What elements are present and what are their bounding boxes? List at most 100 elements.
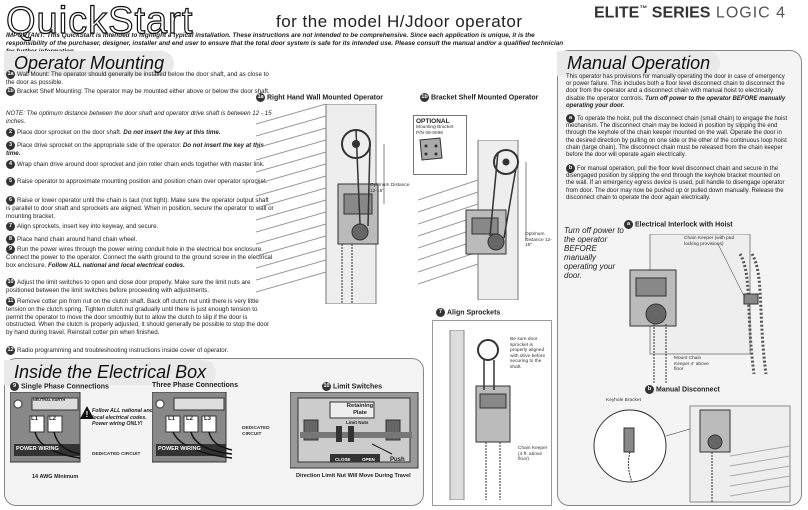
- step-number-badge: 6: [6, 196, 15, 205]
- brand-logo: ELITE™ SERIES LOGIC 4: [594, 4, 786, 22]
- step-text: Remove cotter pin from nut on the clutch…: [6, 298, 270, 336]
- step-text: Run the power wires through the power wi…: [6, 246, 273, 269]
- manual-disconnect-diagram: [593, 405, 791, 503]
- awg-minimum: 14 AWG Minimum: [32, 474, 79, 480]
- step-number-badge: 8: [6, 235, 15, 244]
- brand-tm: ™: [639, 4, 648, 13]
- dedicated-circuit-three: DEDICATED CIRCUIT: [242, 426, 270, 437]
- step-number-badge: 11: [6, 297, 15, 306]
- brand-logic: LOGIC 4: [710, 4, 787, 22]
- power-wiring-single: POWER WIRING: [16, 446, 59, 452]
- page-subtitle: for the model H/Jdoor operator: [276, 12, 523, 31]
- warning-icon: !: [80, 406, 94, 419]
- part-number: P/N 08-9098: [416, 130, 443, 136]
- dedicated-circuit-single: DEDICATED CIRCUIT: [92, 452, 141, 457]
- l3-label-three: L3: [204, 416, 212, 422]
- three-phase-diagram: [152, 392, 233, 463]
- step-text: Raise or lower operator until the chain …: [6, 197, 274, 220]
- direction-note: Direction Limit Nut Will Move During Tra…: [296, 473, 411, 479]
- step-text: Place drive sprocket on the appropriate …: [17, 142, 182, 150]
- step-text: Wrap chain drive around door sprocket an…: [17, 161, 265, 169]
- step-number-badge: 2: [6, 128, 15, 137]
- mount-keeper-label: Mount Chain Keeper 4' above floor: [674, 356, 709, 373]
- optimum-distance-1: Optimum Distance 12-15": [370, 183, 410, 194]
- bracket-shelf-diagram: [418, 140, 527, 300]
- keyhole-bracket-label: Keyhole Bracket: [606, 398, 641, 403]
- step-text: Raise operator to approximate mounting p…: [17, 178, 268, 186]
- step-badge-b: b: [645, 385, 654, 394]
- optimum-distance-2: Optimum Distance 12-15": [525, 232, 552, 249]
- step-number-badge: 4: [6, 160, 15, 169]
- neutral-earth-label: NEUTRAL EARTH: [33, 398, 66, 402]
- operator-mounting-heading: Operator Mounting: [4, 51, 175, 76]
- step-text: Place hand chain around hand chain wheel…: [17, 236, 138, 244]
- step-number-badge: 12: [6, 346, 15, 355]
- l1-label-single: L1: [31, 416, 39, 422]
- brand-series: SERIES: [647, 4, 711, 22]
- rh-wall-diagram: [256, 104, 385, 304]
- limit-nuts-label: Limit Nuts: [346, 420, 369, 425]
- limit-switch-diagram: [290, 392, 419, 469]
- power-wiring-three: POWER WIRING: [158, 446, 201, 452]
- turn-off-power-note: Turn off power to the operator BEFORE ma…: [564, 226, 624, 280]
- electrical-warning: Follow ALL national and local electrical…: [92, 408, 153, 428]
- single-phase-diagram: [10, 392, 81, 463]
- step-number-badge: 5: [6, 177, 15, 186]
- step-text: Wall Mount: The operator should generall…: [6, 71, 269, 86]
- interlock-diagram: [629, 234, 768, 384]
- retaining-plate-label: Retaining Plate: [346, 403, 374, 416]
- align-sprockets-diagram: [449, 330, 511, 500]
- page-title: QuickStart: [5, 0, 194, 43]
- brand-elite: ELITE: [594, 4, 640, 22]
- bracket-icon: [419, 137, 443, 161]
- l2-label-single: L2: [49, 416, 57, 422]
- step-badge-10: 10: [322, 382, 331, 391]
- step-number-badge: 10: [6, 278, 15, 287]
- open-label: OPEN: [362, 457, 375, 462]
- manual-operation-heading: Manual Operation: [557, 51, 721, 76]
- step-text: Bracket Shelf Mounting: The operator may…: [17, 88, 270, 96]
- chain-keeper-note: Chain Keeper (4 ft. above floor): [518, 446, 548, 463]
- step-badge-1b: 1b: [420, 93, 429, 102]
- step-badge-9a: 9: [10, 382, 19, 391]
- step-emphasis: Do not insert the key at this time.: [123, 129, 221, 137]
- step-number-badge: 1b: [6, 87, 15, 96]
- step-text: Radio programming and troubleshooting in…: [17, 347, 229, 355]
- step-text: Adjust the limit switches to open and cl…: [6, 279, 251, 294]
- step-emphasis: Do not insert the key at this time.: [6, 142, 264, 157]
- electrical-box-heading: Inside the Electrical Box: [4, 360, 217, 385]
- be-sure-note: Be sure door sprocket is properly aligne…: [510, 337, 546, 370]
- step-badge-7: 7: [436, 308, 445, 317]
- step-badge-a: a: [624, 220, 633, 229]
- push-label: Push: [390, 457, 405, 463]
- step-text: Align sprockets, insert key into keyway,…: [17, 223, 159, 231]
- l2-label-three: L2: [186, 416, 194, 422]
- mounting-bracket-label: Mounting Bracket: [416, 125, 454, 130]
- step-number-badge: 9: [6, 245, 15, 254]
- close-label: CLOSE: [335, 457, 351, 462]
- step-emphasis: Follow ALL national and local electrical…: [47, 261, 185, 269]
- step-number-badge: 1a: [6, 70, 15, 79]
- step-text: Place door sprocket on the door shaft.: [17, 129, 122, 137]
- svg-text:!: !: [86, 410, 89, 419]
- manual-intro: This operator has provisions for manuall…: [566, 74, 786, 109]
- optional-label: OPTIONAL: [416, 118, 450, 125]
